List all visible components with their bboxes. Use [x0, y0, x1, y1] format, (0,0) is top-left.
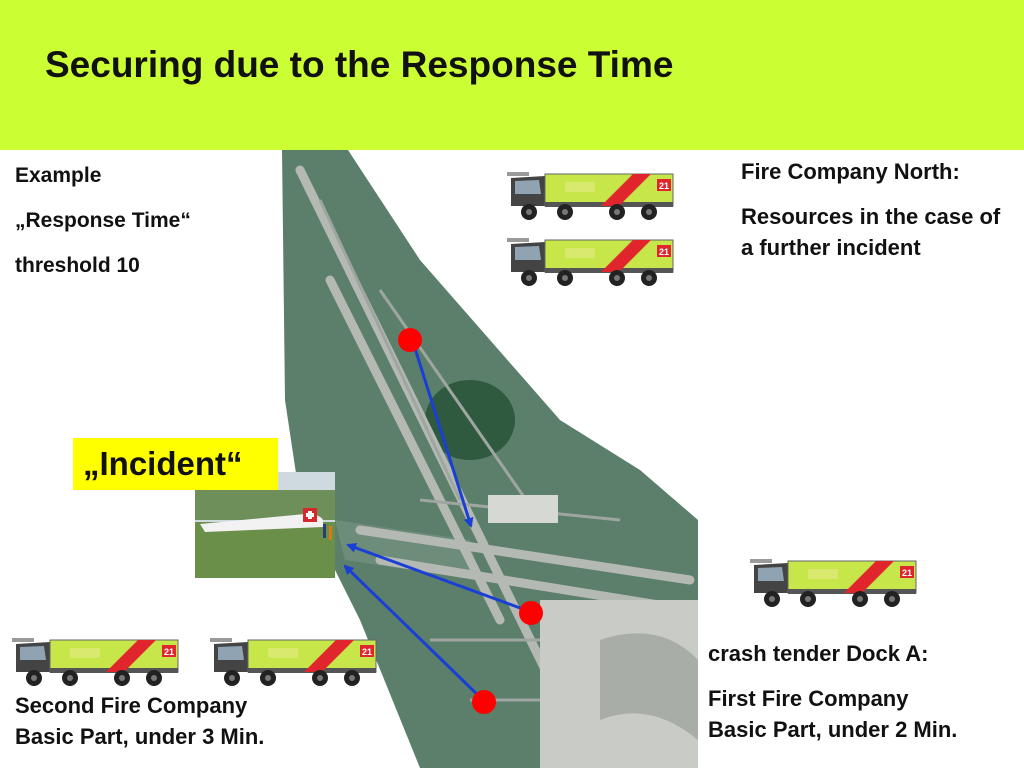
- example-block: Example „Response Time“ threshold 10: [15, 160, 191, 281]
- incident-label: „Incident“: [73, 438, 278, 490]
- second-company-line-1: Second Fire Company: [15, 693, 248, 718]
- apron: [488, 495, 558, 523]
- example-line-2: „Response Time“: [15, 209, 191, 232]
- slide-title: Securing due to the Response Time: [45, 44, 674, 85]
- second-company-block: Second Fire Company Basic Part, under 3 …: [15, 690, 264, 752]
- dock-a-block: crash tender Dock A: First Fire Company …: [708, 638, 957, 745]
- location-marker-icon: [398, 328, 422, 352]
- fire-truck-icon: [506, 171, 674, 221]
- north-block: Fire Company North: Resources in the cas…: [741, 156, 1011, 263]
- fire-truck-icon: [209, 637, 377, 687]
- location-marker-icon: [472, 690, 496, 714]
- dock-a-heading: crash tender Dock A:: [708, 641, 929, 666]
- example-line-1: Example: [15, 164, 102, 187]
- dock-a-line-1: First Fire Company: [708, 686, 909, 711]
- fire-truck-icon: [749, 558, 917, 608]
- header-band: [0, 0, 1024, 150]
- example-line-3: threshold 10: [15, 254, 140, 277]
- location-marker-icon: [519, 601, 543, 625]
- north-heading: Fire Company North:: [741, 159, 960, 184]
- fire-truck-icon: [506, 237, 674, 287]
- terminal-dock: [600, 633, 698, 740]
- response-arrow-second: [343, 564, 485, 702]
- fire-truck-icon: [11, 637, 179, 687]
- dock-a-line-2: Basic Part, under 2 Min.: [708, 717, 958, 742]
- response-arrow-dock: [346, 543, 532, 614]
- second-company-line-2: Basic Part, under 3 Min.: [15, 724, 265, 749]
- north-body: Resources in the case of a further incid…: [741, 204, 1001, 260]
- response-arrow-north: [411, 341, 474, 528]
